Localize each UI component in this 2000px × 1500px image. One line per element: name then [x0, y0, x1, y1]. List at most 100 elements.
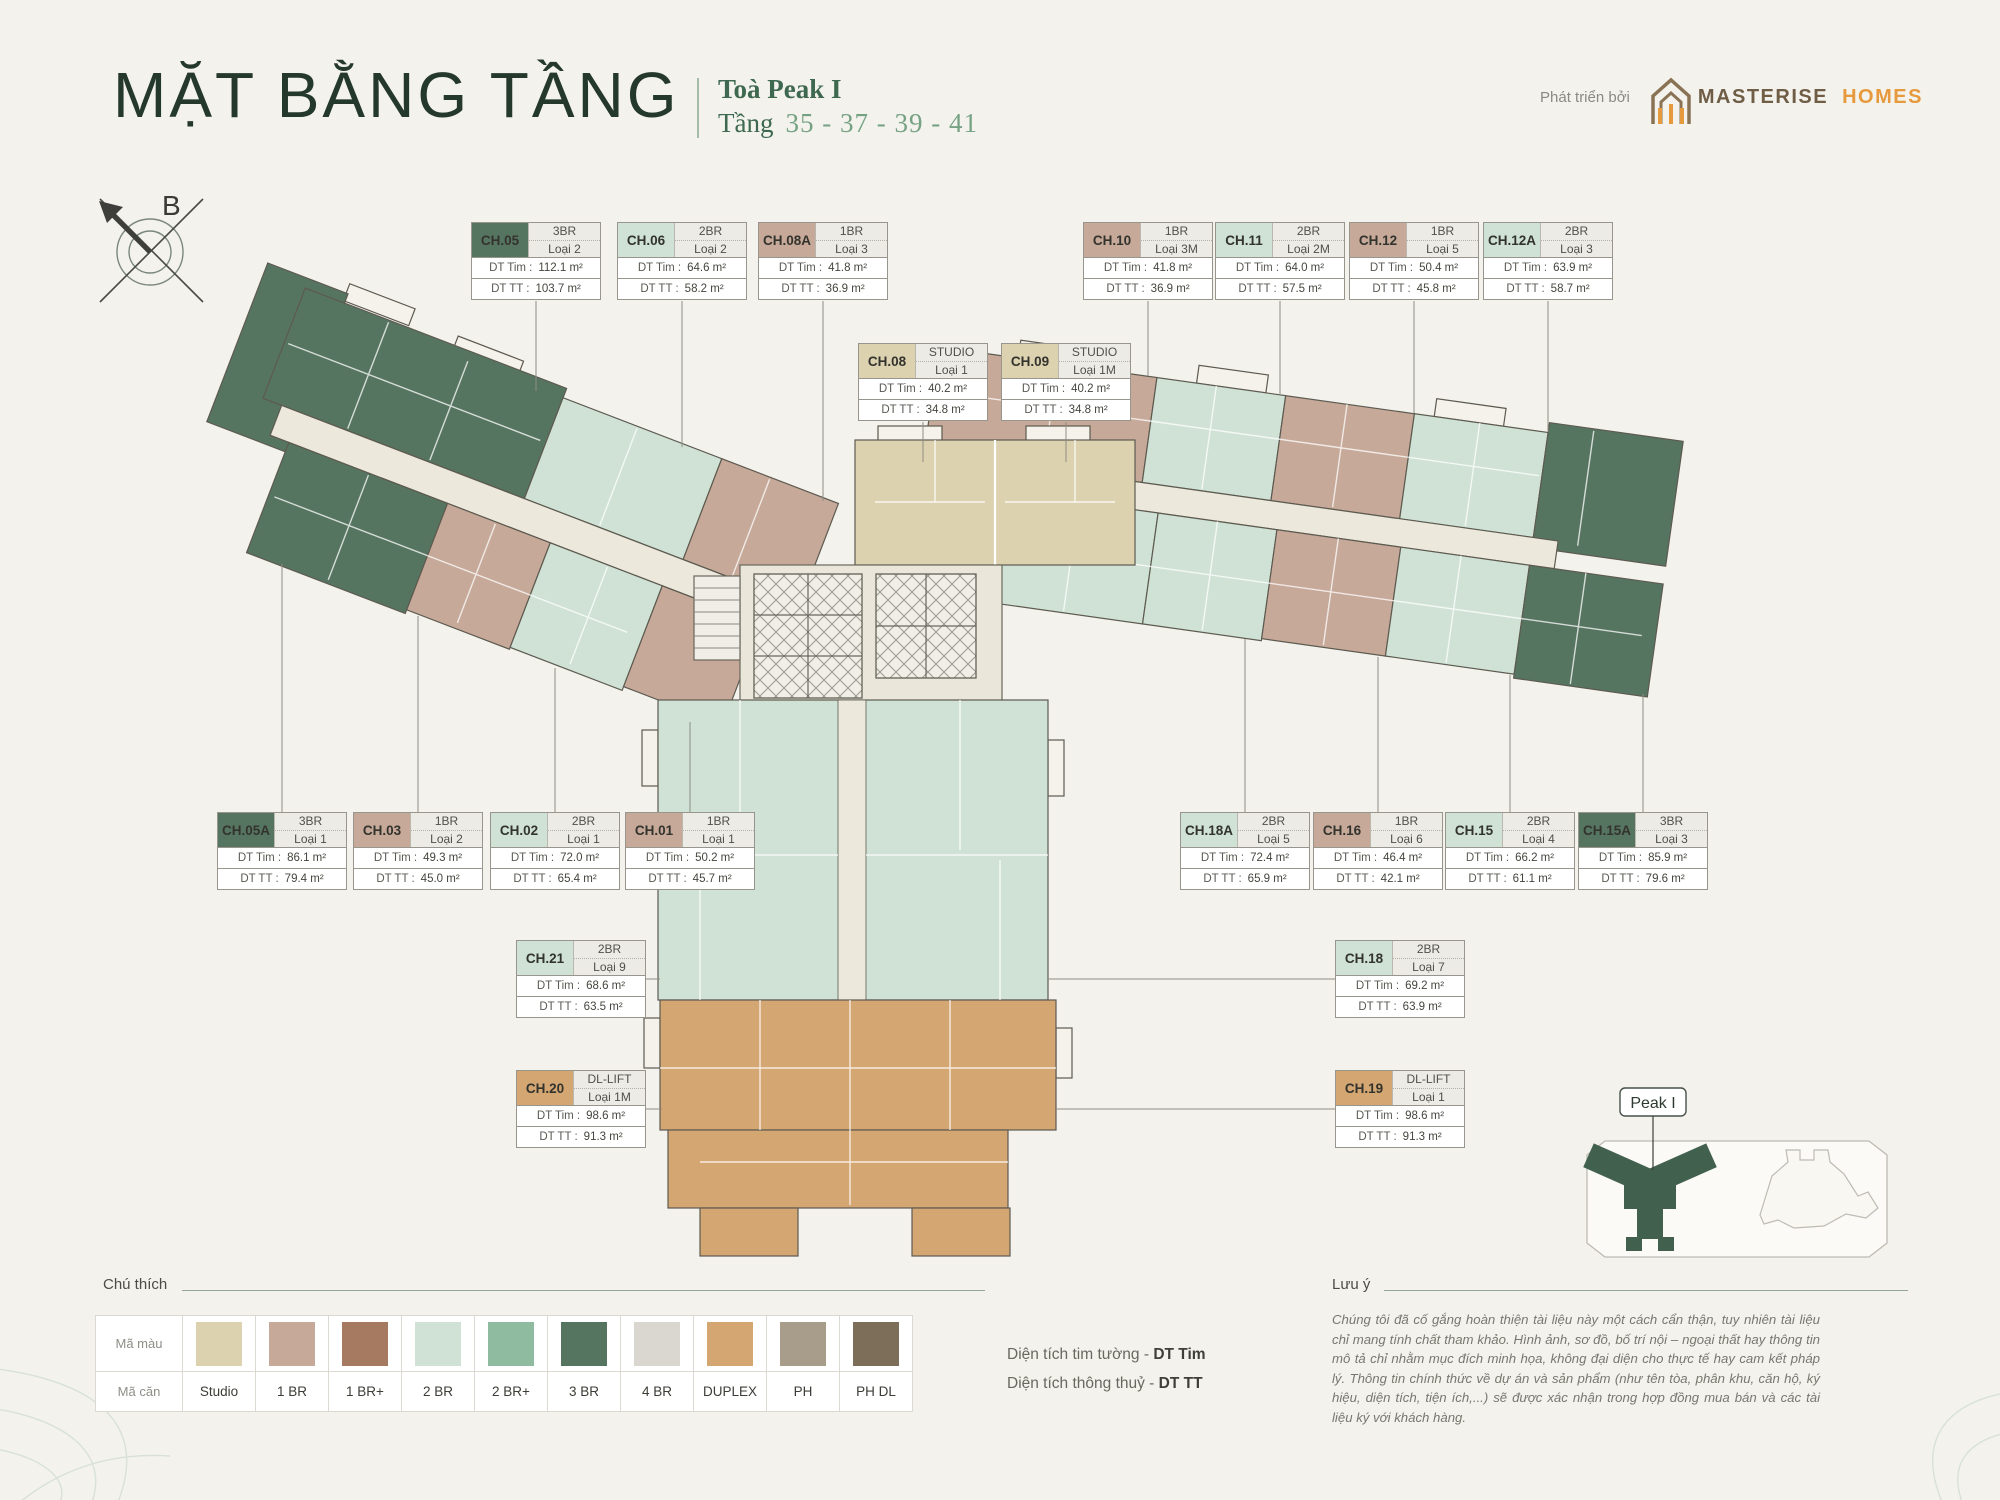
- legend-swatch: [634, 1321, 680, 1366]
- unit-type: 1BR: [1371, 813, 1442, 831]
- unit-dt-tim-row: DT Tim :112.1 m²: [472, 257, 600, 278]
- unit-variant: Loại 7: [1412, 959, 1445, 974]
- unit-dt-tim-row: DT Tim :98.6 m²: [1336, 1105, 1464, 1126]
- unit-type: STUDIO: [1059, 344, 1130, 362]
- unit-variant: Loại 2: [694, 241, 727, 256]
- legend-swatch: [853, 1321, 899, 1366]
- unit-variant: Loại 1: [294, 831, 327, 846]
- unit-dt-tim-row: DT Tim :86.1 m²: [218, 847, 346, 868]
- developer-prefix: Phát triển bởi: [1540, 89, 1630, 106]
- unit-code: CH.10: [1084, 223, 1140, 257]
- legend-swatch: [780, 1321, 826, 1366]
- minimap-label-text: Peak I: [1630, 1095, 1675, 1112]
- unit-type: 2BR: [548, 813, 619, 831]
- unit-type: 1BR: [411, 813, 482, 831]
- legend-col-2-br+: 2 BR+: [474, 1316, 547, 1411]
- unit-type: 2BR: [1238, 813, 1309, 831]
- legend-label: Studio: [199, 1384, 239, 1399]
- legend-col-ph: PH: [766, 1316, 839, 1411]
- unit-dt-tim-row: DT Tim :85.9 m²: [1579, 847, 1707, 868]
- unit-dt-tt-row: DT TT :57.5 m²: [1216, 278, 1344, 299]
- legend-col-2-br: 2 BR: [401, 1316, 474, 1411]
- unit-dt-tim-row: DT Tim :69.2 m²: [1336, 975, 1464, 996]
- unit-card-CH.18: CH.18 2BR Loại 7 DT Tim :69.2 m² DT TT :…: [1335, 940, 1465, 1018]
- unit-card-CH.20: CH.20 DL-LIFT Loại 1M DT Tim :98.6 m² DT…: [516, 1070, 646, 1148]
- unit-code: CH.15: [1446, 813, 1502, 847]
- unit-code: CH.20: [517, 1071, 573, 1105]
- leader-lines: [281, 301, 1644, 1110]
- unit-dt-tt-row: DT TT :91.3 m²: [517, 1126, 645, 1147]
- studio-block: [854, 425, 1136, 566]
- unit-code: CH.19: [1336, 1071, 1392, 1105]
- unit-card-CH.19: CH.19 DL-LIFT Loại 1 DT Tim :98.6 m² DT …: [1335, 1070, 1465, 1148]
- unit-card-CH.18A: CH.18A 2BR Loại 5 DT Tim :72.4 m² DT TT …: [1180, 812, 1310, 890]
- note-title: Lưu ý: [1332, 1276, 1371, 1293]
- unit-code: CH.05A: [218, 813, 274, 847]
- unit-dt-tim-row: DT Tim :40.2 m²: [859, 378, 987, 399]
- unit-dt-tt-row: DT TT :58.2 m²: [618, 278, 746, 299]
- unit-variant: Loại 5: [1426, 241, 1459, 256]
- compass-label: B: [162, 190, 181, 221]
- legend-label: 4 BR: [641, 1384, 672, 1399]
- unit-variant: Loại 5: [1257, 831, 1290, 846]
- unit-card-CH.09: CH.09 STUDIO Loại 1M DT Tim :40.2 m² DT …: [1001, 343, 1131, 421]
- unit-dt-tim-row: DT Tim :41.8 m²: [759, 257, 887, 278]
- floor-numbers: 35 - 37 - 39 - 41: [785, 108, 978, 138]
- unit-variant: Loại 2: [430, 831, 463, 846]
- unit-variant: Loại 2M: [1287, 241, 1330, 256]
- unit-card-CH.05A: CH.05A 3BR Loại 1 DT Tim :86.1 m² DT TT …: [217, 812, 347, 890]
- unit-dt-tim-row: DT Tim :41.8 m²: [1084, 257, 1212, 278]
- unit-variant: Loại 3: [1655, 831, 1688, 846]
- unit-type: 3BR: [529, 223, 600, 241]
- legend-col-4-br: 4 BR: [620, 1316, 693, 1411]
- unit-dt-tt-row: DT TT :36.9 m²: [1084, 278, 1212, 299]
- legend-label: DUPLEX: [702, 1384, 758, 1399]
- unit-variant: Loại 1M: [1073, 362, 1116, 377]
- unit-code: CH.18: [1336, 941, 1392, 975]
- unit-card-CH.16: CH.16 1BR Loại 6 DT Tim :46.4 m² DT TT :…: [1313, 812, 1443, 890]
- area-abbreviation-legend: Diện tích tim tường - DT Tim Diện tích t…: [1007, 1340, 1206, 1398]
- unit-type: STUDIO: [916, 344, 987, 362]
- unit-dt-tt-row: DT TT :65.4 m²: [491, 868, 619, 889]
- area-legend-line2: Diện tích thông thuỷ - DT TT: [1007, 1375, 1203, 1392]
- unit-dt-tt-row: DT TT :45.8 m²: [1350, 278, 1478, 299]
- area-legend-line1: Diện tích tim tường - DT Tim: [1007, 1346, 1206, 1363]
- unit-dt-tim-row: DT Tim :72.4 m²: [1181, 847, 1309, 868]
- unit-type: 2BR: [1503, 813, 1574, 831]
- legend-swatch: [342, 1321, 388, 1366]
- unit-variant: Loại 1: [702, 831, 735, 846]
- unit-dt-tt-row: DT TT :36.9 m²: [759, 278, 887, 299]
- unit-variant: Loại 9: [593, 959, 626, 974]
- unit-dt-tt-row: DT TT :103.7 m²: [472, 278, 600, 299]
- unit-code: CH.06: [618, 223, 674, 257]
- legend-label: 1 BR+: [346, 1384, 384, 1399]
- legend-col-studio: Studio: [182, 1316, 255, 1411]
- unit-card-CH.11: CH.11 2BR Loại 2M DT Tim :64.0 m² DT TT …: [1215, 222, 1345, 300]
- unit-variant: Loại 3: [1560, 241, 1593, 256]
- brand-masterise: MASTERISE: [1697, 86, 1829, 108]
- unit-card-CH.02: CH.02 2BR Loại 1 DT Tim :72.0 m² DT TT :…: [490, 812, 620, 890]
- unit-type: 1BR: [1141, 223, 1212, 241]
- unit-card-CH.08A: CH.08A 1BR Loại 3 DT Tim :41.8 m² DT TT …: [758, 222, 888, 300]
- unit-dt-tim-row: DT Tim :64.0 m²: [1216, 257, 1344, 278]
- legend-label: PH DL: [856, 1384, 896, 1399]
- unit-code: CH.02: [491, 813, 547, 847]
- stem-block: [641, 699, 1073, 1257]
- unit-code: CH.09: [1002, 344, 1058, 378]
- legend-color-row-label: Mã màu: [115, 1336, 163, 1351]
- unit-type: 2BR: [1393, 941, 1464, 959]
- unit-type: 2BR: [1273, 223, 1344, 241]
- legend-swatch: [196, 1321, 242, 1366]
- unit-dt-tt-row: DT TT :45.0 m²: [354, 868, 482, 889]
- legend-col-3-br: 3 BR: [547, 1316, 620, 1411]
- legend-label: 3 BR: [568, 1384, 599, 1399]
- unit-dt-tim-row: DT Tim :50.4 m²: [1350, 257, 1478, 278]
- unit-dt-tim-row: DT Tim :98.6 m²: [517, 1105, 645, 1126]
- unit-code: CH.12: [1350, 223, 1406, 257]
- unit-code: CH.18A: [1181, 813, 1237, 847]
- compass-north-icon: B: [99, 190, 204, 303]
- legend-label: 2 BR+: [492, 1384, 530, 1399]
